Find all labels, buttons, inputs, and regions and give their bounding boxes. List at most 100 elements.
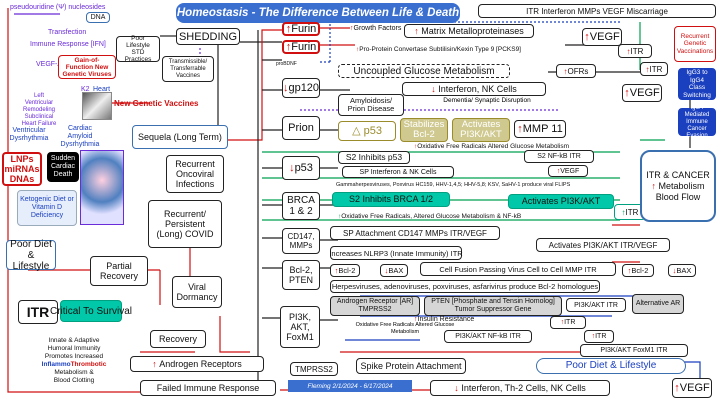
stack-prion: Prion <box>282 116 320 140</box>
stack-gp120: ↓gp120 <box>282 78 320 98</box>
sp-interferon-node: SP Interferon & NK Cells <box>342 166 454 178</box>
itr-ofrs-node: ↑ITR <box>640 62 668 76</box>
activates-pi3k-node: Activates PI3K/AKT <box>452 118 510 142</box>
bax-node: ↓BAX <box>380 264 408 277</box>
top-row-node: ITR Interferon MMPs VEGF Miscarriage <box>478 4 716 18</box>
page-title: Homeostasis - The Difference Between Lif… <box>176 3 460 23</box>
vegf-mid-node: ↑VEGF <box>622 84 662 102</box>
poor-diet-left-node: Poor Diet & Lifestyle <box>6 239 56 272</box>
pi3k-row-node: PI3K/AKT NF-kB ITR <box>444 330 532 343</box>
bcl2-node: ↑Bcl-2 <box>330 264 360 277</box>
immune-response-label: Immune Response [IFN] <box>30 41 106 48</box>
stack-bcl2-pten: Bcl-2, PTEN <box>282 260 320 290</box>
sp-cd147-node: SP Attachment CD147 MMPs ITR/VEGF <box>330 226 500 240</box>
failed-immune-node: Failed Immune Response <box>140 380 276 396</box>
stack-brca: BRCA 1 & 2 <box>282 192 320 220</box>
stack-pi3k: PI3K, AKT, FoxM1 <box>280 306 320 348</box>
left-red-rail <box>7 8 150 393</box>
itr-left-node: ITR <box>18 300 58 324</box>
s2-p53-node: S2 Inhibits p53 <box>338 151 410 164</box>
green-connectors <box>262 151 620 221</box>
gammaherpes-label: Gammaherpesviruses, Poxvirus HC159, HHV-… <box>336 182 571 188</box>
cardiac-amyloid-label: Cardiac Amyloid Dysrhythmia <box>60 125 100 148</box>
furin-outputs <box>320 27 355 46</box>
stack-p53: ↓p53 <box>282 156 320 180</box>
shedding-down <box>217 45 219 125</box>
shedding-node: SHEDDING <box>176 28 240 45</box>
mmp11-node: ↑MMP 11 <box>514 120 566 138</box>
p53-node: △ p53 <box>338 121 396 141</box>
right-green <box>639 22 665 141</box>
itr-insulin-node: ↑ITR <box>550 316 586 329</box>
stack-cd147: CD147, MMPs <box>282 228 320 254</box>
ofr-altered-label: ↑Oxidative Free Radicals Altered Glucose… <box>414 143 569 150</box>
spike-protein-node: Spike Protein Attachment <box>356 358 466 374</box>
ofr-small-label: Oxidative Free Radicals Altered Glucose … <box>355 322 455 335</box>
poor-lifestyle-node: Poor Lifestyle STD Practices <box>116 35 160 63</box>
bax-b-node: ↓BAX <box>668 264 696 277</box>
pseudouridine-label: pseudouridine (Ψ) nucleosides <box>10 4 106 11</box>
ofr-nfkb-label: ↑Oxidative Free Radicals, Altered Glucos… <box>338 213 522 220</box>
small-blue <box>345 339 420 341</box>
recovery-lines <box>140 316 250 353</box>
sequela-node: Sequela (Long Term) <box>132 125 228 149</box>
s2-brca-node: S2 Inhibits BRCA 1/2 <box>332 192 450 207</box>
stabilizes-bcl2-node: Stabilizes Bcl-2 <box>400 118 448 142</box>
virus-image <box>80 150 124 225</box>
ventricular-label: Ventricular Dysrhythmia <box>9 127 49 142</box>
sudden-death-node: Sudden Cardiac Death <box>47 152 79 182</box>
interferon-th2-node: ↓ Interferon, Th-2 Cells, NK Cells <box>430 380 610 396</box>
tmprss2-node: TMPRSS2 <box>290 362 338 376</box>
rail-to-stack <box>262 59 282 319</box>
s2-nfkb-node: S2 NF-kB ITR <box>524 150 594 163</box>
recurrent-covid-node: Recurrent/ Persistent (Long) COVID <box>148 200 222 248</box>
amyloidosis-node: Amyloidosis/ Prion Disease <box>338 94 404 116</box>
vegf-bottom-node: ↑VEGF <box>672 378 712 398</box>
cell-fusion-node: Cell Fusion Passing Virus Cell to Cell M… <box>420 262 616 276</box>
stack-outputs <box>320 89 350 321</box>
recurrent-genetic-node: Recurrent Genetic Vaccinations <box>674 26 716 62</box>
igg4-evasion-node: IgG4 Mediated Immune Cancer Evasion <box>678 105 716 139</box>
alt-ar-node: Alternative AR <box>632 294 684 314</box>
signature-banner: Fleming 2/1/2024 - 6/17/2024 <box>288 380 412 392</box>
recovery-node: Recovery <box>150 330 206 348</box>
transfection-label: Transfection <box>48 29 87 36</box>
k2-label: K2 <box>81 86 90 93</box>
partial-recovery-node: Partial Recovery <box>90 256 148 286</box>
dna-node: DNA <box>86 12 110 23</box>
dementia-label: Dementia/ Synaptic Disruption <box>443 97 531 104</box>
nlrp3-node: Increases NLRP3 (Innate Immunity) ITR <box>329 246 463 260</box>
growth-factors-label: ↑Growth Factors <box>350 25 402 32</box>
vegfa-label: VEGF-A <box>36 61 63 68</box>
poor-diet-right-node: Poor Diet & Lifestyle <box>536 358 686 374</box>
interferon-nk-node: ↓ Interferon, NK Cells <box>402 82 546 96</box>
insulin-label: ↑Insulin Resistance <box>414 316 475 323</box>
bcl2-b-node: ↑Bcl-2 <box>622 264 654 277</box>
activates-pi3k-2-node: Activates PI3K/AKT <box>508 194 614 209</box>
pcsk9-label: ↑Pro-Protein Convertase Subtilisin/Kexin… <box>356 46 521 53</box>
viral-dormancy-node: Viral Dormancy <box>172 276 222 308</box>
vegf-top-node: ↑VEGF <box>582 28 622 46</box>
pten-node: PTEN [Phosphate and Tensin Homolog] Tumo… <box>424 296 562 316</box>
itr-row-node: ↑ITR <box>584 330 614 343</box>
new-genetic-vaccines-label: New Genetic Vaccines <box>114 99 199 108</box>
uncoupled-node: Uncoupled Glucose Metabolism <box>338 64 510 78</box>
keto-diet-node: Ketogenic Diet or Vitamin D Deficiency <box>17 190 77 226</box>
stack-furin-2: ↑Furin <box>282 40 320 54</box>
probdnf-tag: proBDNF <box>276 61 297 67</box>
igg-switching-node: IgG3 to IgG4 Class Switching <box>678 68 716 100</box>
androgen-receptors-node: ↑ Androgen Receptors <box>130 356 264 372</box>
heart-label: Heart <box>93 86 111 93</box>
critical-survival-node: Critical To Survival <box>50 300 132 322</box>
herpes-node: Herpesviruses, adenoviruses, poxviruses,… <box>330 280 600 293</box>
stack-furin-1: ↑Furin <box>282 22 320 36</box>
matrix-mmp-node: ↑ Matrix Metalloproteinases <box>404 24 534 38</box>
heart-image <box>82 92 112 120</box>
sequela-furin <box>228 29 282 141</box>
foxm1-node: PI3K/AKT FoxM1 ITR <box>580 344 688 357</box>
gof-viruses-node: Gain-of-Function New Genetic Viruses <box>58 55 116 79</box>
androgen-ar-node: Androgen Receptor [AR] TMPRSS2 <box>330 296 420 316</box>
